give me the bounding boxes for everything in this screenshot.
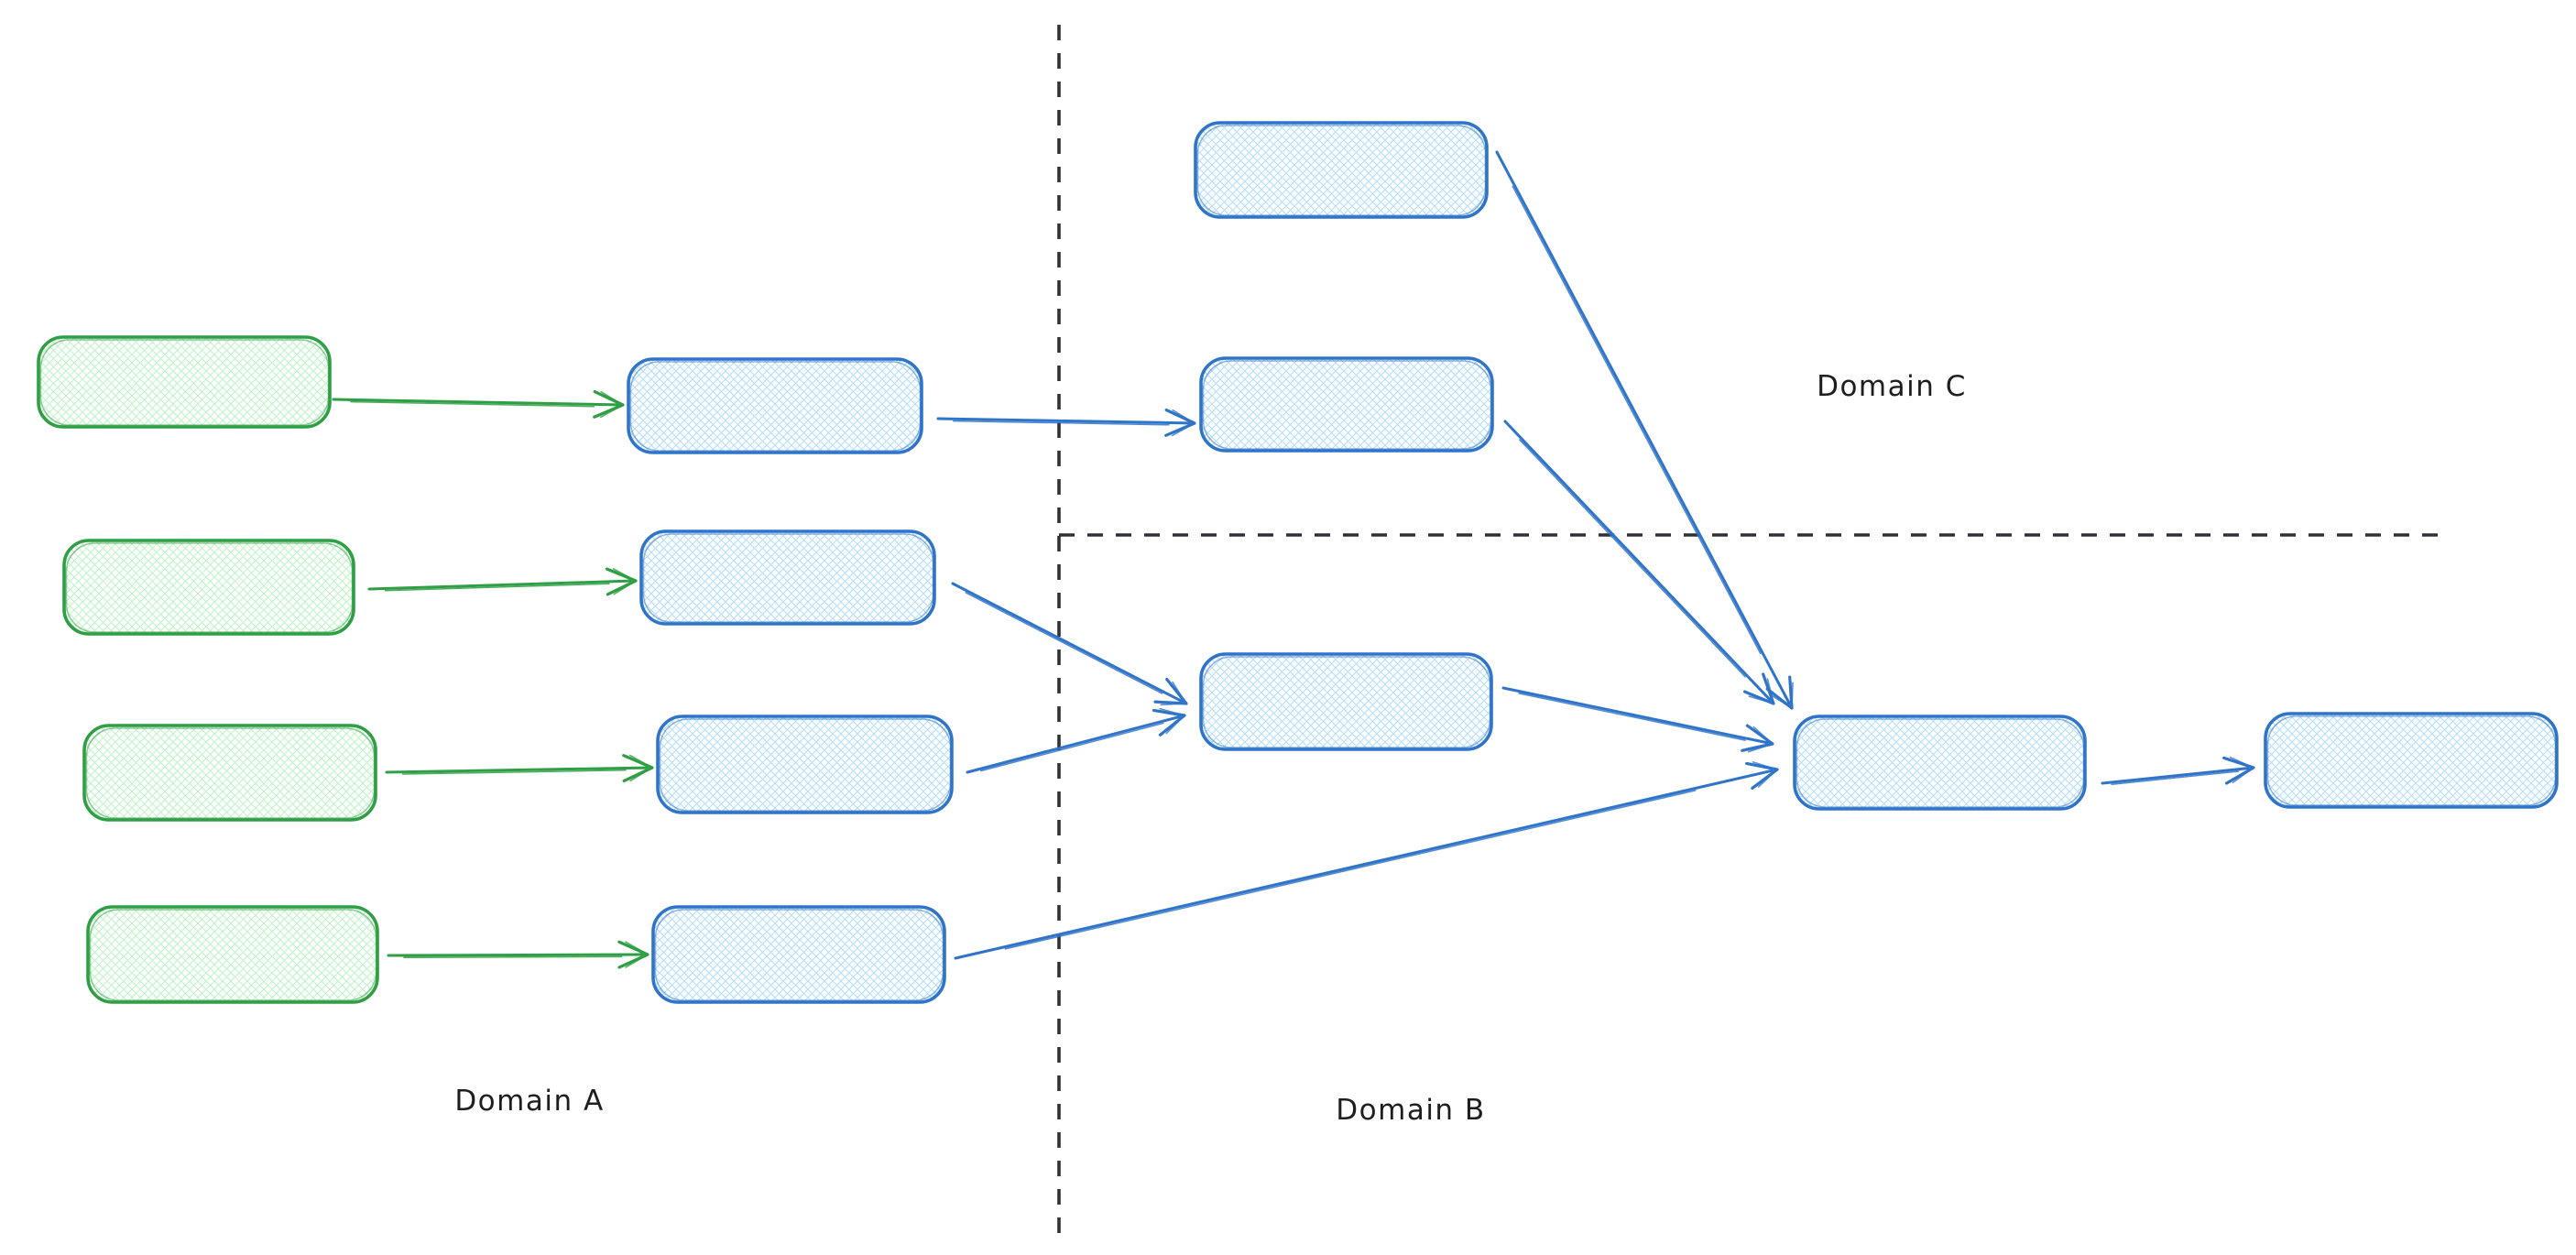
arrow-shaft	[385, 766, 649, 774]
arrow-head-sketch-echo	[1159, 707, 1185, 735]
node-a-service-2[interactable]	[639, 529, 936, 626]
arrow-head-sketch-echo	[612, 568, 637, 595]
arrow-a-service-2-to-b-box-1[interactable]	[951, 582, 1188, 706]
arrow-shaft-sketch-echo	[1512, 185, 1762, 655]
node-a-service-4[interactable]	[651, 905, 946, 1004]
arrow-head-sketch-echo	[2229, 756, 2254, 784]
arrow-shaft-sketch-echo	[953, 420, 1170, 426]
arrow-shaft-sketch-echo	[1519, 439, 1746, 678]
node-a-input-1[interactable]	[37, 335, 332, 429]
labels-layer: Domain A Domain B Domain C	[454, 370, 1967, 1127]
node-c-box-1[interactable]	[1194, 121, 1489, 219]
node-b-box-1[interactable]	[1199, 652, 1493, 751]
arrow-head-sketch-echo	[628, 754, 653, 782]
node-body	[62, 539, 355, 636]
arrow-head-sketch-echo	[1747, 726, 1774, 753]
arrow-a-input-4-to-a-service-4[interactable]	[387, 940, 649, 969]
arrow-a-input-1-to-a-service-1[interactable]	[332, 389, 625, 419]
node-a-service-1[interactable]	[627, 357, 923, 454]
edges-layer	[332, 150, 2255, 969]
arrow-a-input-2-to-a-service-2[interactable]	[367, 567, 638, 596]
node-sketch-echo	[629, 361, 922, 452]
node-sketch-echo	[2266, 715, 2557, 806]
arrow-shaft-sketch-echo	[350, 400, 595, 408]
node-body	[651, 905, 946, 1004]
arrow-head-sketch-echo	[1160, 681, 1187, 706]
node-sketch-echo	[1196, 125, 1487, 216]
arrow-head-sketch-echo	[625, 941, 649, 968]
arrow-shaft	[1503, 420, 1772, 702]
node-body	[86, 905, 379, 1004]
label-domain-a[interactable]: Domain A	[454, 1085, 604, 1118]
node-body	[2264, 712, 2559, 809]
arrow-shaft	[367, 579, 632, 591]
arrow-shaft-sketch-echo	[1518, 693, 1746, 741]
node-sketch-echo	[642, 533, 934, 623]
arrow-a-service-4-to-b-box-2[interactable]	[954, 761, 1779, 960]
node-body	[1199, 356, 1494, 453]
arrow-shaft-sketch-echo	[403, 955, 623, 958]
arrow-shaft	[966, 715, 1181, 774]
node-a-input-3[interactable]	[82, 724, 377, 822]
node-body	[656, 715, 954, 814]
node-sketch-echo	[654, 909, 944, 1001]
node-a-input-2[interactable]	[62, 539, 355, 636]
arrow-head-sketch-echo	[1171, 409, 1195, 437]
node-sketch-echo	[39, 339, 330, 426]
node-b-box-3[interactable]	[2264, 712, 2559, 809]
node-a-input-4[interactable]	[86, 905, 379, 1004]
arrow-shaft	[954, 769, 1774, 960]
arrow-shaft-sketch-echo	[1004, 790, 1697, 950]
node-body	[1199, 652, 1493, 751]
arrow-shaft-sketch-echo	[2111, 770, 2240, 786]
node-sketch-echo	[1202, 360, 1492, 450]
node-sketch-echo	[1796, 718, 2085, 808]
arrow-shaft-sketch-echo	[965, 592, 1163, 694]
arrow-head-sketch-echo	[599, 390, 624, 419]
node-body	[627, 357, 923, 454]
node-sketch-echo	[659, 718, 952, 812]
node-body	[82, 724, 377, 822]
node-body	[639, 529, 936, 626]
arrow-shaft	[2101, 767, 2250, 785]
node-sketch-echo	[65, 542, 354, 633]
arrow-head-sketch-echo	[1748, 678, 1774, 704]
node-sketch-echo	[89, 909, 377, 1001]
arrow-shaft	[1495, 150, 1791, 705]
arrow-a-service-1-to-c-box-2[interactable]	[936, 408, 1196, 437]
node-body	[1194, 121, 1489, 219]
arrow-head-sketch-echo	[1769, 682, 1794, 709]
node-body	[37, 335, 332, 429]
arrow-b-box-2-to-b-box-3[interactable]	[2101, 756, 2255, 786]
node-c-box-2[interactable]	[1199, 356, 1494, 453]
arrow-shaft-sketch-echo	[401, 769, 627, 775]
node-a-service-3[interactable]	[656, 715, 954, 814]
arrow-shaft-sketch-echo	[980, 722, 1164, 772]
node-sketch-echo	[85, 727, 376, 819]
node-sketch-echo	[1202, 656, 1491, 748]
arrow-b-box-1-to-b-box-2[interactable]	[1501, 686, 1774, 753]
arrow-c-box-1-to-b-box-2[interactable]	[1495, 150, 1794, 710]
nodes-layer	[37, 121, 2559, 1004]
label-domain-c[interactable]: Domain C	[1817, 370, 1967, 403]
arrow-head-sketch-echo	[1752, 761, 1778, 788]
arrow-shaft-sketch-echo	[384, 583, 610, 592]
dividers-layer	[1057, 25, 2446, 1235]
arrow-shaft	[332, 398, 619, 407]
node-body	[1793, 715, 2087, 811]
arrow-shaft	[1501, 686, 1769, 745]
arrow-c-box-2-to-b-box-2[interactable]	[1503, 420, 1775, 705]
arrow-a-service-3-to-b-box-1[interactable]	[966, 707, 1186, 774]
arrow-shaft	[936, 417, 1191, 425]
node-b-box-2[interactable]	[1793, 715, 2087, 811]
label-domain-b[interactable]: Domain B	[1336, 1094, 1485, 1127]
arrow-a-input-3-to-a-service-3[interactable]	[385, 754, 654, 782]
arrow-shaft	[951, 582, 1184, 703]
